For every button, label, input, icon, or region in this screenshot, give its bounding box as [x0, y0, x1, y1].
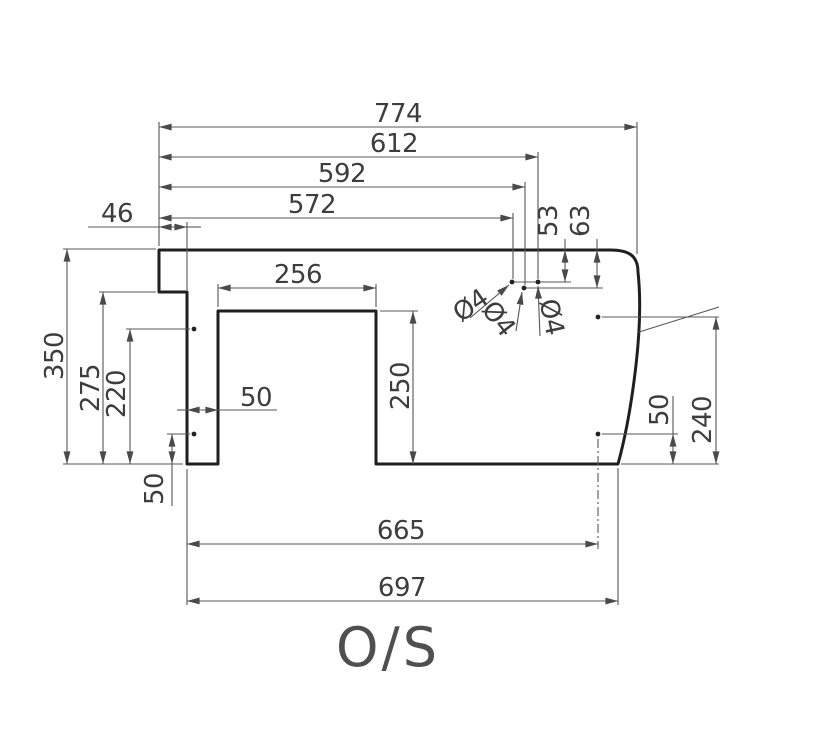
- dim-label-upper-right-hole: 240: [688, 396, 718, 444]
- dim-label-hole3-x: 612: [370, 129, 418, 159]
- part-outline: [157, 248, 642, 466]
- hole-point-3: [535, 279, 541, 285]
- dim-label-overall-width: 774: [374, 99, 422, 129]
- hole-point-upper-right: [595, 314, 601, 320]
- top-dimensions: 774 612 592 572 46 53 63: [88, 99, 638, 290]
- hole-point-upper-left: [191, 326, 197, 332]
- footer-label: O/S: [336, 616, 440, 679]
- leader-line-curve: [638, 306, 720, 333]
- notch-dimensions: 256 250: [217, 260, 418, 464]
- hole-point-lower-left: [191, 431, 197, 437]
- dim-label-lower-left-hole: 50: [140, 473, 170, 505]
- hole-point-1: [509, 279, 515, 285]
- dim-label-hole-dia-3: Ø4: [533, 296, 570, 337]
- dim-label-hole1-x: 572: [288, 190, 336, 220]
- leader-line-3: [535, 285, 542, 337]
- dim-label-height-below-step: 275: [76, 364, 106, 412]
- hole-callouts: Ø4 Ø4 Ø4: [448, 279, 570, 342]
- dim-label-hole2-x: 592: [318, 159, 366, 189]
- dim-label-upper-left-hole: 220: [102, 370, 132, 418]
- dim-label-leg-width: 50: [240, 383, 272, 413]
- bottom-dimensions: 665 697: [186, 468, 619, 605]
- dim-label-notch-width: 256: [274, 260, 322, 290]
- dim-label-step-width: 46: [101, 199, 133, 229]
- dim-label-hole-depth-63: 63: [566, 205, 596, 237]
- dim-label-bottom-width: 697: [378, 573, 426, 603]
- left-dimensions: 350 275 220 50 50: [40, 248, 277, 506]
- dim-label-notch-depth: 250: [386, 362, 416, 410]
- dim-label-hole-depth-53: 53: [534, 205, 564, 237]
- dim-label-overall-height: 350: [40, 332, 70, 380]
- hole-point-2: [521, 285, 527, 291]
- right-dimensions: 50 240: [595, 306, 720, 549]
- dim-label-right-holes-x: 665: [377, 516, 425, 546]
- leader-line-2: [515, 291, 524, 332]
- hole-point-lower-right: [595, 431, 601, 437]
- leader-line-1: [469, 284, 510, 319]
- dim-label-lower-right-hole: 50: [645, 394, 675, 426]
